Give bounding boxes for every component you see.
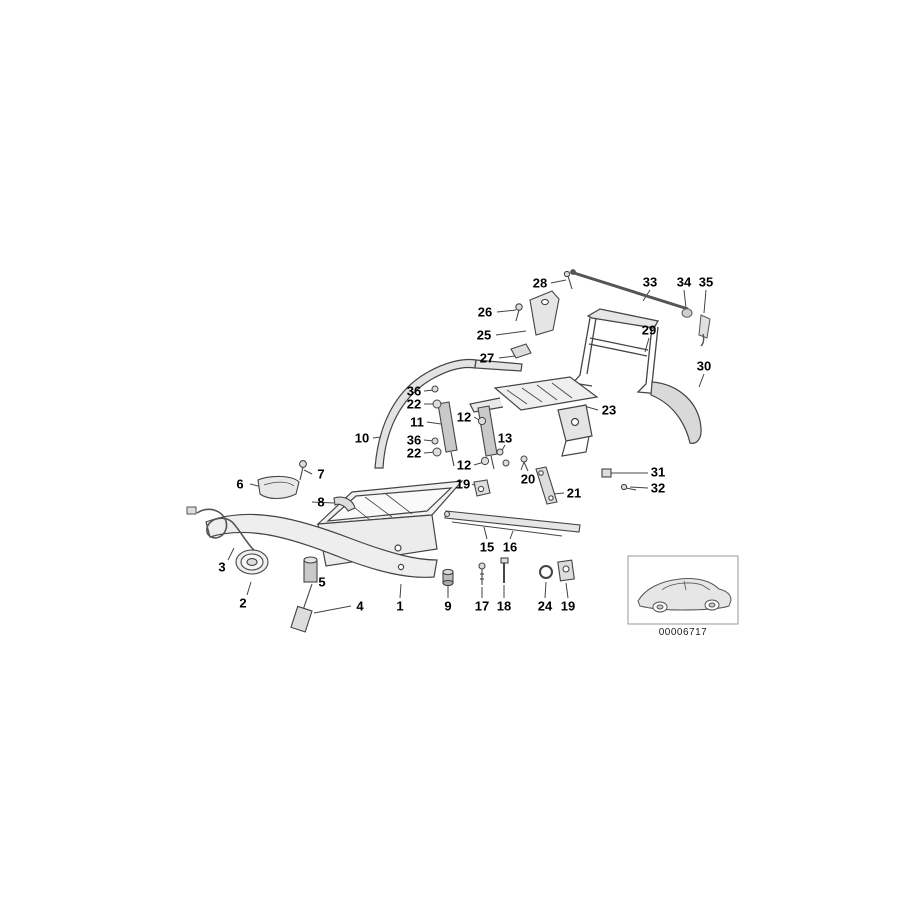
callout-16: 16 [502,539,518,555]
callout-18: 18 [496,598,512,614]
bottom-fasteners [442,557,575,587]
callout-12: 12 [456,457,472,473]
callout-2: 2 [239,595,247,611]
callout-10: 10 [354,430,370,446]
callout-36: 36 [406,383,422,399]
support-frame [571,308,661,395]
callout-34: 34 [676,274,692,290]
curved-arm [650,381,702,444]
hinge-bracket-parts [510,270,573,359]
fastener-set [431,385,528,471]
callout-6: 6 [236,476,244,492]
callout-27: 27 [479,350,495,366]
callout-31: 31 [650,464,666,480]
callout-13: 13 [497,430,513,446]
callout-22: 22 [406,396,422,412]
lower-rails [443,510,581,537]
callout-21: 21 [566,485,582,501]
callout-24: 24 [537,598,553,614]
callout-7: 7 [317,466,325,482]
callout-28: 28 [532,275,548,291]
mounting-platform [469,376,599,457]
callout-33: 33 [642,274,658,290]
callout-17: 17 [474,598,490,614]
callout-36: 36 [406,432,422,448]
callout-4: 4 [356,598,364,614]
callout-12: 12 [456,409,472,425]
car-thumbnail [627,555,739,625]
callout-25: 25 [476,327,492,343]
callout-35: 35 [698,274,714,290]
callout-30: 30 [696,358,712,374]
callout-29: 29 [641,322,657,338]
callout-23: 23 [601,402,617,418]
callout-26: 26 [477,304,493,320]
frame-strap [374,358,523,469]
handle-parts [257,460,356,512]
cross-rod [570,269,711,347]
callout-15: 15 [479,539,495,555]
callout-8: 8 [317,494,325,510]
link-and-clamps [473,466,637,505]
callout-22: 22 [406,445,422,461]
callout-32: 32 [650,480,666,496]
callout-19: 19 [560,598,576,614]
callout-19: 19 [455,476,471,492]
callout-1: 1 [396,598,404,614]
callout-3: 3 [218,559,226,575]
callout-11: 11 [410,414,424,430]
callout-20: 20 [520,471,536,487]
cable-and-lock [186,506,318,633]
diagram-id: 00006717 [658,627,708,638]
callout-9: 9 [444,598,452,614]
trim-strip [205,513,438,578]
callout-5: 5 [318,574,326,590]
